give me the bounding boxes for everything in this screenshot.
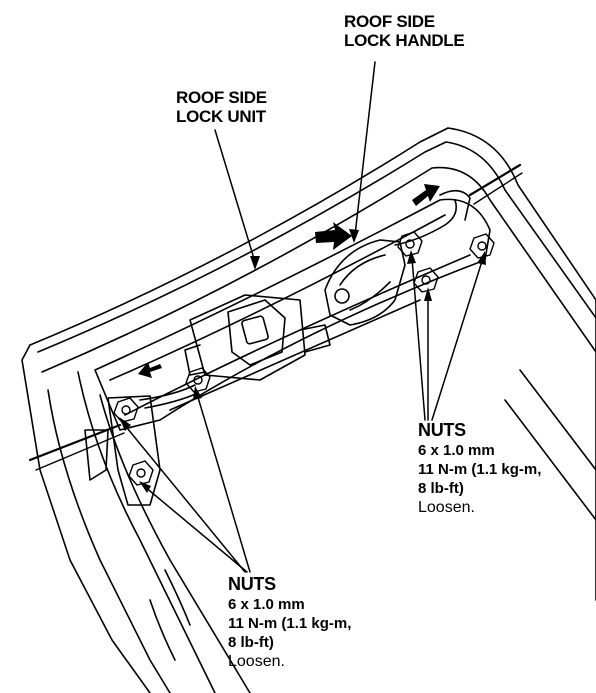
label-lock-unit-line1: ROOF SIDE <box>176 88 267 107</box>
roof-panel <box>21 127 596 693</box>
nuts-right-title: NUTS <box>418 420 466 440</box>
arrow-left-lower <box>138 362 162 378</box>
lock-rail <box>94 198 491 431</box>
nut-right-3 <box>469 233 495 259</box>
nuts-right-torque-2: 8 lb-ft) <box>418 480 464 497</box>
nuts-bottom-title: NUTS <box>228 574 276 594</box>
nuts-right-callout: NUTS 6 x 1.0 mm 11 N-m (1.1 kg-m, 8 lb-f… <box>418 420 541 517</box>
label-lock-handle-line1: ROOF SIDE <box>344 12 435 31</box>
leader-lines <box>119 61 486 573</box>
nuts-bottom-torque-2: 8 lb-ft) <box>228 634 274 651</box>
nut-left-bottom <box>128 460 154 486</box>
label-lock-handle-line2: LOCK HANDLE <box>344 31 465 50</box>
label-lock-unit-line2: LOCK UNIT <box>176 107 266 126</box>
nuts-right-size: 6 x 1.0 mm <box>418 442 495 459</box>
arrow-right-upper <box>412 184 440 206</box>
nuts-bottom-action: Loosen. <box>228 653 285 670</box>
direction-arrows <box>138 184 440 378</box>
nuts-bottom-size: 6 x 1.0 mm <box>228 596 305 613</box>
nuts-bottom-torque-1: 11 N-m (1.1 kg-m, <box>228 615 352 632</box>
label-lock-handle: ROOF SIDE LOCK HANDLE <box>344 12 465 50</box>
nut-left-top <box>185 367 211 393</box>
nuts-right-action: Loosen. <box>418 499 475 516</box>
nuts-bottom-callout: NUTS 6 x 1.0 mm 11 N-m (1.1 kg-m, 8 lb-f… <box>228 574 351 671</box>
left-bracket <box>84 395 161 506</box>
lock-handle <box>324 189 471 326</box>
arrow-right-handle <box>315 222 352 250</box>
nut-right-1 <box>397 231 423 257</box>
nut-left-bracket <box>113 397 139 423</box>
nuts-right-torque-1: 11 N-m (1.1 kg-m, <box>418 461 542 478</box>
lock-unit <box>184 294 331 381</box>
label-lock-unit: ROOF SIDE LOCK UNIT <box>176 88 267 126</box>
